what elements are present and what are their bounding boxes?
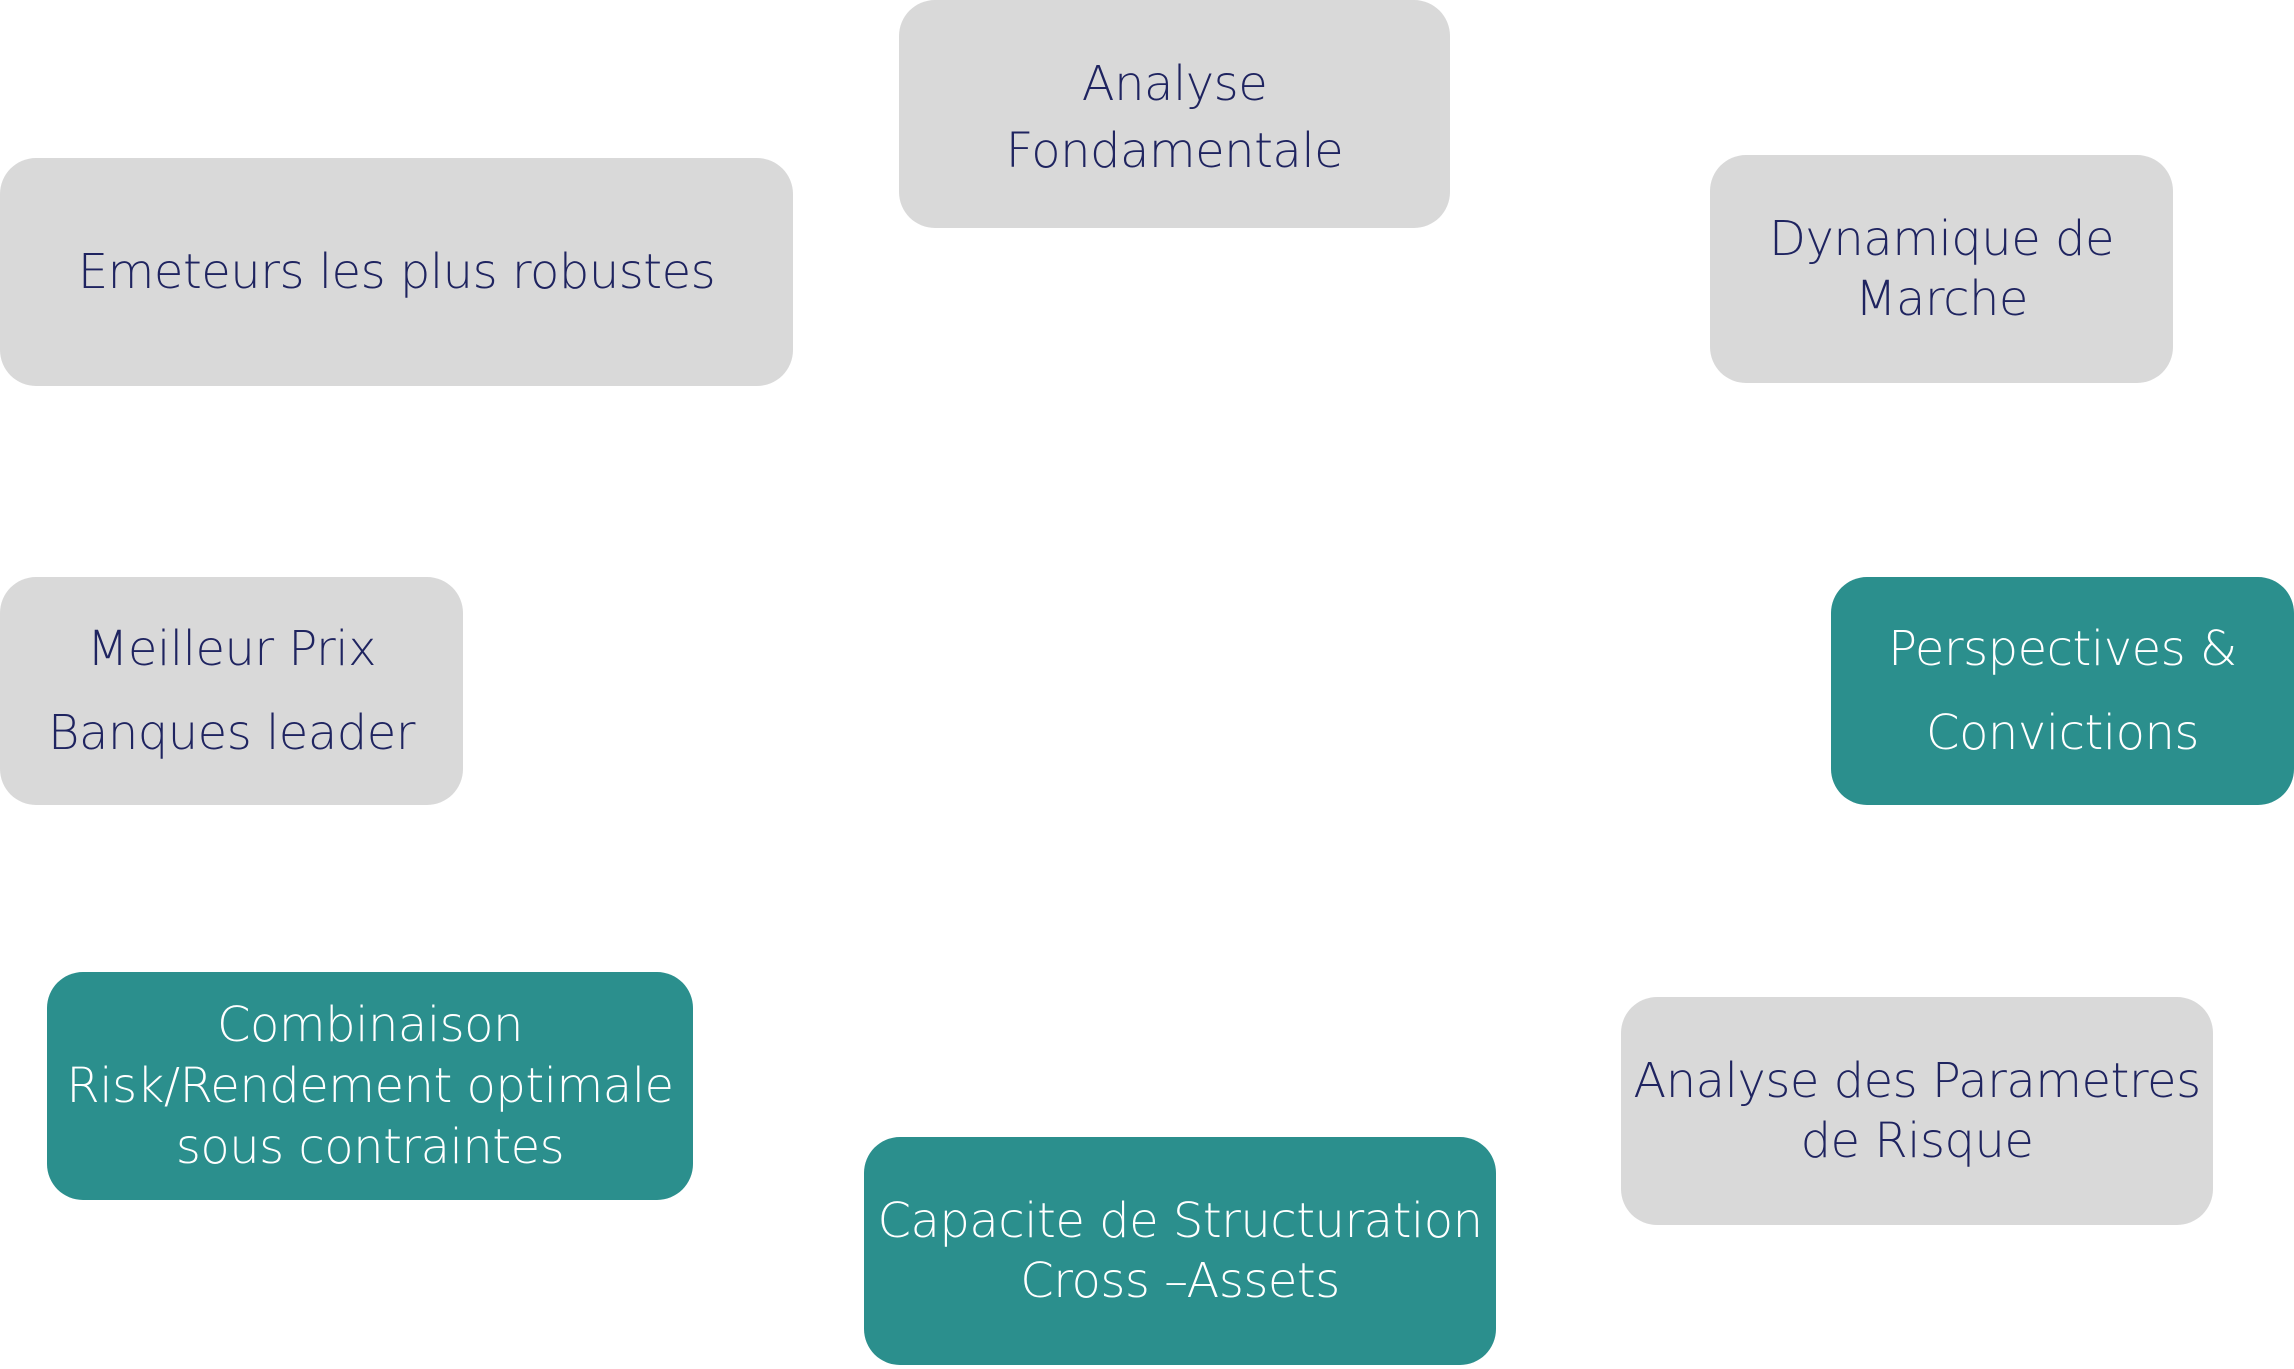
node-label-line: Emeteurs les plus robustes [77,244,716,300]
node-label-line: Perspectives & [1888,621,2237,677]
node-label-line: Combinaison [217,996,523,1053]
node-emetteurs-robustes: Emeteurs les plus robustes [0,158,793,386]
node-label-line: Cross –Assets [1020,1253,1340,1309]
node-perspectives-convictions: Perspectives & Convictions [1831,577,2294,805]
node-label-line: Analyse [1081,56,1268,112]
node-label-line: Banques leader [48,705,415,761]
node-analyse-parametres-risque: Analyse des Parametres de Risque [1621,997,2213,1225]
node-label-line: Convictions [1926,705,2199,761]
node-dynamique-marche: Dynamique de Marche [1710,155,2173,383]
node-label-line: Dynamique de [1769,211,2114,267]
node-meilleur-prix: Meilleur Prix Banques leader [0,577,463,805]
node-label-line: Analyse des Parametres [1633,1053,2201,1109]
node-analyse-fondamentale: Analyse Fondamentale [899,0,1450,228]
node-label-line: de Risque [1800,1113,2034,1169]
node-label-line: Risk/Rendement optimale [66,1057,674,1114]
node-capacite-structuration: Capacite de Structuration Cross –Assets [864,1137,1496,1365]
node-label-line: Capacite de Structuration [877,1193,1483,1249]
node-combinaison-risk-rendement: Combinaison Risk/Rendement optimale sous… [47,972,693,1200]
node-label-line: Meilleur Prix [87,621,376,677]
node-label-line: sous contraintes [175,1118,565,1175]
node-label-line: Marche [1855,271,2028,327]
node-label-line: Fondamentale [1005,123,1344,179]
